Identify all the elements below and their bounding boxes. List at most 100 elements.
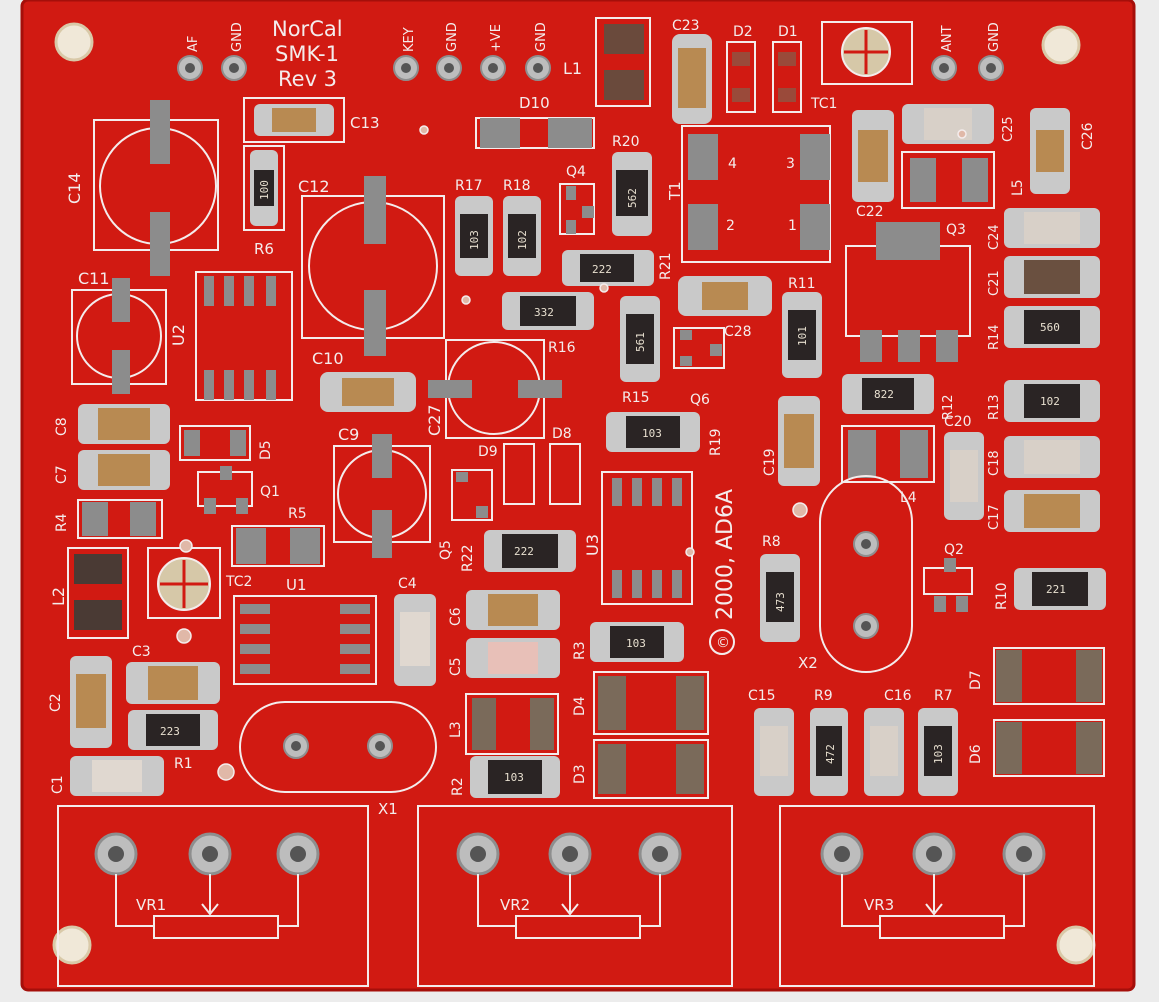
title-line-2: SMK-1: [275, 42, 339, 66]
capacitor-c6: C6: [448, 590, 560, 630]
svg-text:560: 560: [1040, 321, 1060, 334]
svg-text:Q5: Q5: [438, 540, 454, 560]
svg-text:472: 472: [824, 744, 837, 764]
svg-text:GND: GND: [987, 22, 1002, 52]
svg-text:D6: D6: [968, 744, 984, 764]
svg-text:©: ©: [716, 635, 730, 651]
svg-text:C1: C1: [50, 775, 66, 794]
capacitor-c5: C5: [448, 638, 560, 678]
svg-text:R16: R16: [548, 340, 576, 356]
svg-text:R13: R13: [987, 394, 1002, 420]
svg-text:R7: R7: [934, 688, 953, 704]
connector-gnd-2: GND: [436, 22, 462, 81]
svg-text:223: 223: [160, 725, 180, 738]
svg-text:103: 103: [626, 637, 646, 650]
resistor-r21: 222 R21: [562, 250, 674, 286]
svg-text:R15: R15: [622, 390, 650, 406]
svg-text:C6: C6: [448, 607, 464, 626]
diode-d3: D3: [572, 739, 709, 799]
svg-text:C12: C12: [298, 177, 330, 196]
svg-text:C15: C15: [748, 688, 776, 704]
resistor-r6: 100 R6: [243, 145, 285, 258]
svg-text:L1: L1: [563, 59, 582, 78]
svg-text:GND: GND: [230, 22, 245, 52]
capacitor-c15: C15: [748, 688, 794, 796]
resistor-r9: 472 R9: [810, 688, 848, 796]
copyright-mark: © 2000, AD6A: [709, 489, 738, 655]
svg-text:R12: R12: [941, 394, 956, 420]
connector-af: AF: [177, 36, 203, 81]
svg-text:VR1: VR1: [136, 896, 166, 914]
svg-text:103: 103: [504, 771, 524, 784]
ic-u2: U2: [169, 271, 293, 401]
diode-d9: D9: [478, 443, 535, 505]
svg-text:D4: D4: [572, 696, 588, 716]
svg-text:1: 1: [788, 218, 797, 234]
svg-text:Q4: Q4: [566, 164, 586, 180]
svg-text:D10: D10: [519, 94, 550, 112]
capacitor-c27: C27: [425, 339, 562, 439]
svg-text:R10: R10: [994, 582, 1010, 610]
resistor-r11: 101 R11: [782, 276, 822, 378]
trimmer-tc1: TC1: [810, 21, 913, 112]
svg-text:Q2: Q2: [944, 542, 964, 558]
inductor-l5: L5: [901, 151, 1026, 209]
svg-text:222: 222: [592, 263, 612, 276]
svg-text:D7: D7: [968, 670, 984, 690]
title-line-3: Rev 3: [278, 67, 337, 91]
capacitor-c3: C3: [126, 644, 220, 704]
svg-text:R21: R21: [658, 252, 674, 280]
resistor-r10: 221 R10: [994, 568, 1106, 610]
svg-text:U3: U3: [583, 534, 602, 556]
diode-d6: D6: [968, 719, 1105, 777]
svg-text:222: 222: [514, 545, 534, 558]
capacitor-c18: C18: [987, 436, 1100, 478]
svg-text:D9: D9: [478, 444, 498, 460]
svg-text:C13: C13: [350, 114, 380, 132]
svg-text:X2: X2: [798, 654, 818, 672]
svg-text:C14: C14: [65, 172, 84, 204]
connector-gnd-4: GND: [978, 22, 1004, 81]
svg-text:101: 101: [796, 326, 809, 346]
svg-text:C7: C7: [54, 465, 70, 484]
potentiometer-vr1: VR1: [57, 805, 369, 987]
transistor-q5: Q5: [438, 469, 493, 560]
board-title: NorCal SMK-1 Rev 3: [272, 17, 343, 91]
svg-text:R18: R18: [503, 178, 531, 194]
svg-text:562: 562: [626, 188, 639, 208]
svg-text:332: 332: [534, 306, 554, 319]
inductor-l1: L1: [563, 17, 651, 107]
capacitor-c23: C23: [672, 18, 712, 124]
capacitor-c24: C24: [987, 208, 1100, 250]
svg-text:C11: C11: [78, 269, 110, 288]
diode-d5: D5: [179, 425, 274, 461]
capacitor-c12: C12: [298, 176, 445, 356]
svg-text:C8: C8: [54, 417, 70, 436]
svg-text:+VE: +VE: [489, 24, 504, 52]
svg-text:R2: R2: [450, 777, 466, 796]
resistor-r5: R5: [231, 506, 325, 567]
svg-text:R3: R3: [572, 641, 588, 660]
svg-text:U2: U2: [169, 324, 188, 346]
svg-text:Q3: Q3: [946, 222, 966, 238]
resistor-r19: 103 R19: [606, 412, 724, 456]
svg-text:C20: C20: [944, 414, 972, 430]
svg-text:C26: C26: [1080, 122, 1096, 150]
svg-text:R6: R6: [254, 240, 274, 258]
diode-d8: D8: [549, 426, 581, 505]
vias: [176, 125, 967, 781]
svg-text:ANT: ANT: [940, 25, 955, 52]
svg-text:C4: C4: [398, 576, 417, 592]
svg-text:103: 103: [932, 744, 945, 764]
svg-text:GND: GND: [534, 22, 549, 52]
capacitor-c7: C7: [54, 450, 170, 490]
svg-text:C28: C28: [724, 324, 752, 340]
svg-text:561: 561: [634, 332, 647, 352]
diode-d1: D1: [772, 24, 802, 113]
svg-text:D2: D2: [733, 24, 753, 40]
svg-text:473: 473: [774, 592, 787, 612]
ic-u1: U1: [233, 576, 377, 685]
crystal-x1: X1: [239, 701, 437, 818]
transistor-q2: Q2: [923, 542, 973, 612]
